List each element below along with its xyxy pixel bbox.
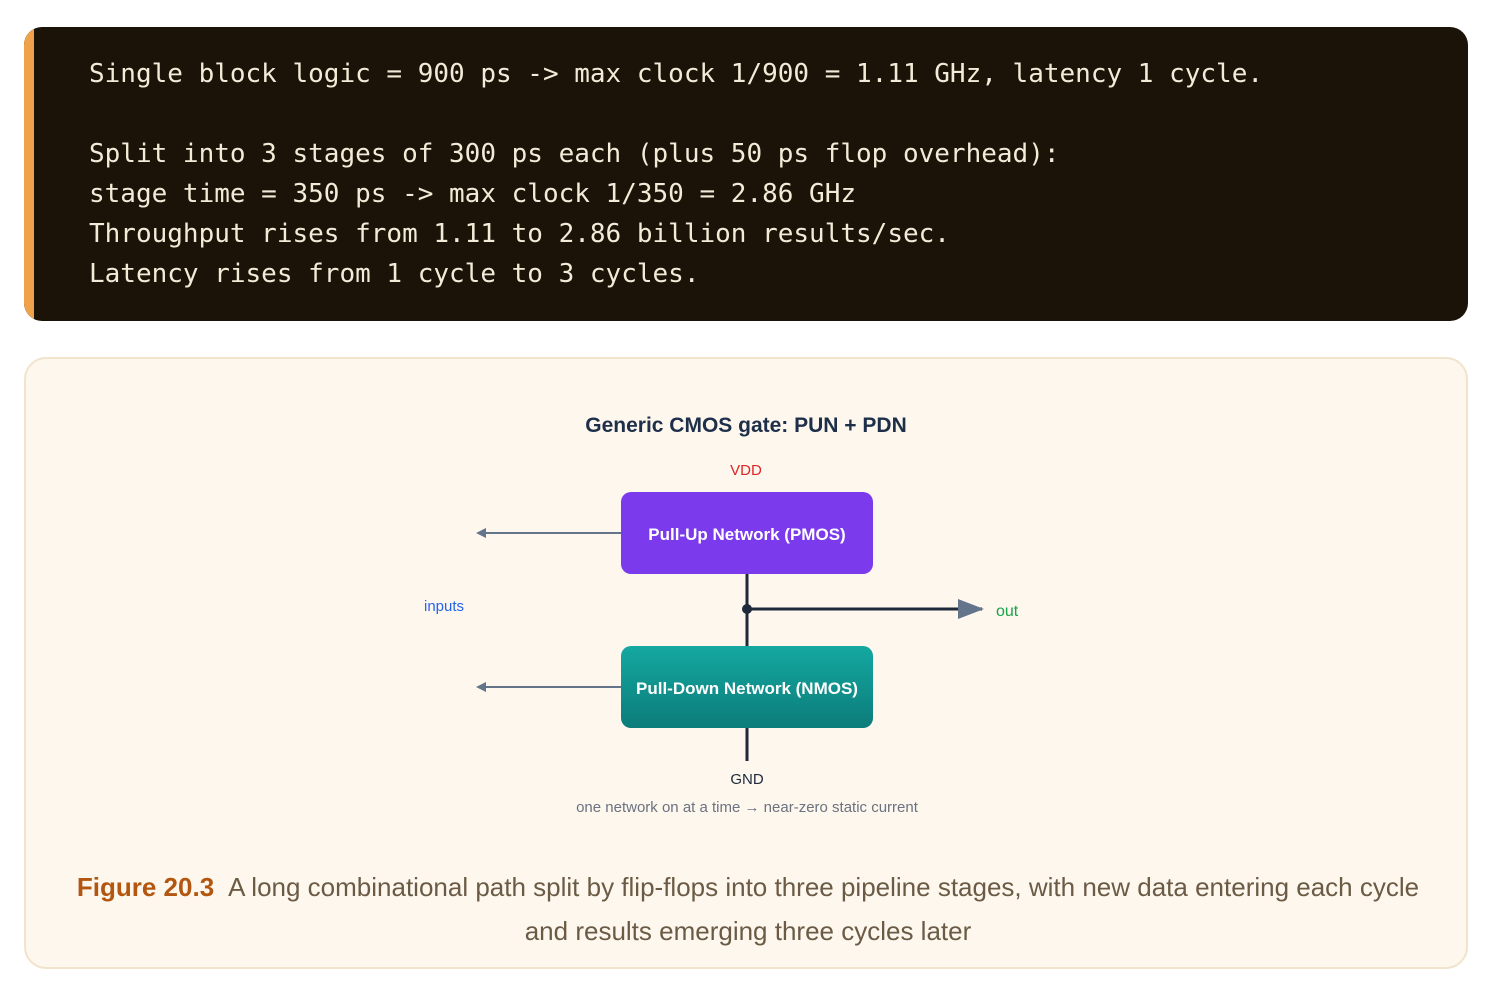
output-node-dot	[742, 604, 752, 614]
code-line	[89, 94, 1263, 134]
pdn-label: Pull-Down Network (NMOS)	[636, 679, 858, 698]
out-label: out	[996, 603, 1019, 620]
inputs-label: inputs	[424, 598, 464, 615]
figure-caption: Figure 20.3 A long combinational path spl…	[76, 865, 1420, 953]
figure-panel: Generic CMOS gate: PUN + PDN VDD Pull-Up…	[24, 357, 1468, 969]
code-line: Throughput rises from 1.11 to 2.86 billi…	[89, 219, 950, 249]
vdd-label: VDD	[730, 462, 762, 479]
pun-label: Pull-Up Network (PMOS)	[648, 525, 845, 544]
code-line: Split into 3 stages of 300 ps each (plus…	[89, 139, 1060, 169]
cmos-gate-diagram: Generic CMOS gate: PUN + PDN VDD Pull-Up…	[424, 414, 1019, 816]
code-line: Single block logic = 900 ps -> max clock…	[89, 59, 1263, 89]
diagram-note: one network on at a time → near-zero sta…	[576, 799, 919, 816]
diagram-title: Generic CMOS gate: PUN + PDN	[585, 414, 907, 437]
figure-label: Figure 20.3	[76, 872, 215, 902]
pull-up-network-block	[621, 492, 873, 574]
code-line: stage time = 350 ps -> max clock 1/350 =…	[89, 179, 857, 209]
code-line: Latency rises from 1 cycle to 3 cycles.	[89, 259, 700, 289]
code-lines: Single block logic = 900 ps -> max clock…	[89, 54, 1263, 294]
pull-down-network-block	[621, 646, 873, 728]
code-accent-bar	[24, 27, 34, 321]
gnd-label: GND	[730, 771, 764, 788]
caption-text: A long combinational path split by flip-…	[228, 872, 1420, 946]
code-block: Single block logic = 900 ps -> max clock…	[24, 27, 1468, 321]
